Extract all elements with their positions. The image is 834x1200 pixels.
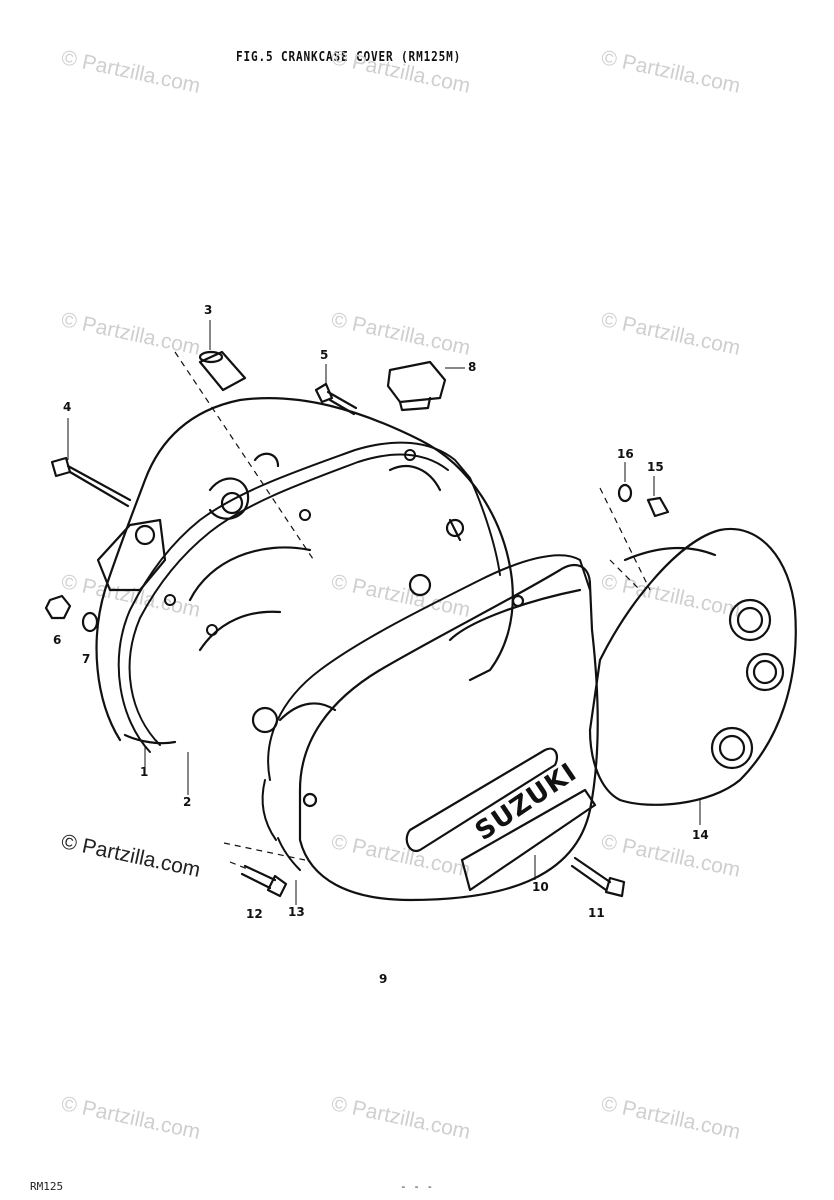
callout-11: 11	[588, 906, 605, 920]
callout-5: 5	[320, 348, 329, 362]
gasket-part-13	[261, 554, 591, 871]
callout-12: 12	[246, 907, 263, 921]
screw-part-11	[570, 856, 626, 898]
callout-7: 7	[82, 652, 91, 666]
callout-2: 2	[183, 795, 192, 809]
callout-6: 6	[53, 633, 62, 647]
callout-4: 4	[63, 400, 72, 414]
bolt-part-5	[314, 382, 358, 416]
oil-cap-part-8	[386, 360, 447, 412]
callout-10: 10	[532, 880, 549, 894]
nut-part-6	[44, 594, 72, 620]
page-number: 9	[379, 972, 388, 986]
bolt-part-15	[646, 496, 670, 518]
washer-part-16	[617, 483, 633, 503]
dowel-pin-part-3	[198, 350, 247, 392]
callout-1: 1	[140, 765, 149, 779]
gasket-part-2	[117, 441, 501, 753]
callout-16: 16	[617, 447, 634, 461]
washer-part-7	[81, 611, 99, 633]
figure-title: FIG.5 CRANKCASE COVER (RM125M)	[236, 50, 462, 65]
clutch-cover-part-10	[298, 563, 599, 902]
crankcase-cover-part-1	[95, 397, 514, 745]
footer-page-ref: - - -	[400, 1180, 434, 1193]
bolt-part-4	[50, 456, 132, 508]
callout-14: 14	[692, 828, 709, 842]
callout-15: 15	[647, 460, 664, 474]
callout-8: 8	[468, 360, 477, 374]
screw-part-12	[240, 864, 288, 898]
callout-13: 13	[288, 905, 305, 919]
callout-3: 3	[204, 303, 213, 317]
footer-model: RM125	[30, 1180, 64, 1193]
magneto-cover-part-14	[588, 527, 797, 806]
